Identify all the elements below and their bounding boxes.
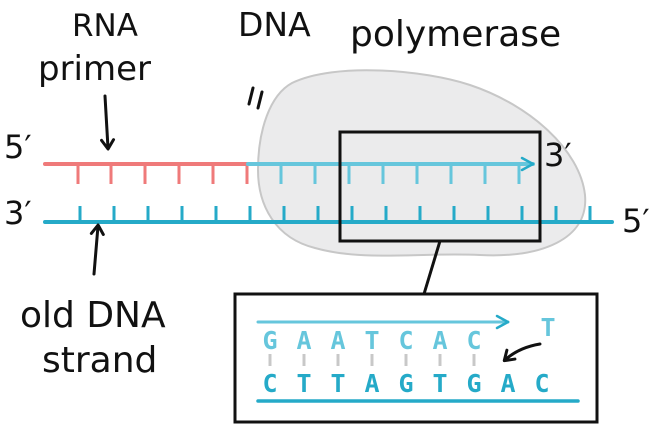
zoom-connector: [422, 240, 442, 295]
bottom-right-end-label: 5′: [622, 202, 650, 240]
dna-polymerase-label-line2: polymerase: [350, 14, 561, 55]
old-dna-label-line1: old DNA: [20, 295, 166, 336]
new-strand-base: C: [466, 326, 481, 355]
new-strand-base: A: [330, 326, 345, 355]
new-strand-base: C: [398, 326, 413, 355]
strand-group: [43, 156, 614, 224]
template-strand-base: T: [432, 369, 447, 398]
insertion-arrow-icon: [502, 342, 542, 363]
new-strand-base: A: [432, 326, 447, 355]
new-strand-base: T: [364, 326, 379, 355]
template-strand-base: G: [398, 369, 413, 398]
template-strand-base: A: [500, 369, 515, 398]
dna-polymerase-label-line1: DNA: [238, 5, 311, 44]
old-dna-arrow: [89, 223, 105, 276]
new-strand-base: A: [296, 326, 311, 355]
template-strand-base: C: [534, 369, 549, 398]
rna-primer-arrow: [100, 94, 116, 151]
template-strand-base: T: [330, 369, 345, 398]
rna-primer-label-line1: RNA: [72, 8, 138, 44]
template-strand-base: T: [296, 369, 311, 398]
template-strand-base: A: [364, 369, 379, 398]
new-strand-base: G: [262, 326, 277, 355]
motion-marks-icon: [247, 86, 264, 110]
old-dna-label-line2: strand: [42, 340, 157, 381]
top-left-end-label: 5′: [4, 128, 32, 166]
incoming-nucleotide: T: [540, 313, 555, 342]
template-strand-base: C: [262, 369, 277, 398]
top-right-end-label: 3′: [544, 136, 572, 174]
template-strand-base: G: [466, 369, 481, 398]
bottom-left-end-label: 3′: [4, 194, 32, 232]
rna-primer-label-line2: primer: [38, 49, 151, 89]
